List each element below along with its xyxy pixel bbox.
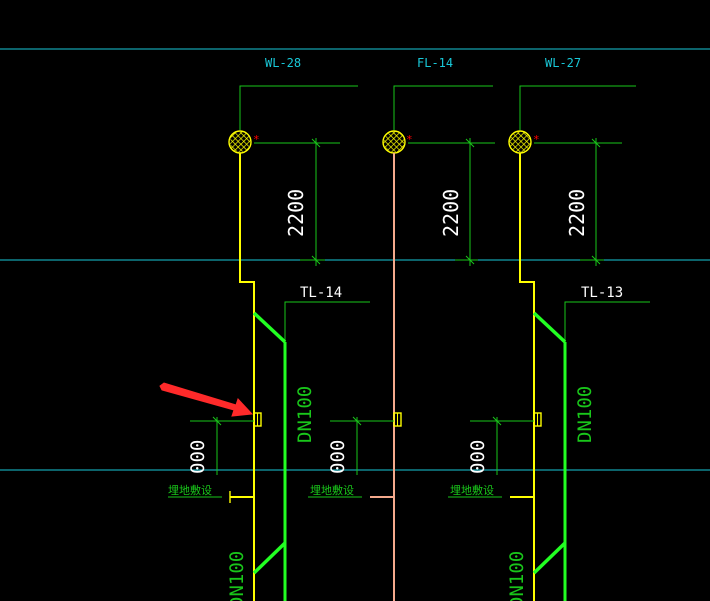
dim-text-1000-wl28: 000 <box>187 440 209 474</box>
pipe-label-tl13: TL-13 <box>581 285 623 301</box>
pipe-size-dn100-lower-2: DN100 <box>506 551 528 601</box>
ground-label-wl28: 埋地敷设 <box>168 483 212 497</box>
dim-text-1000-wl27: 000 <box>467 440 489 474</box>
leader-wl28 <box>239 85 358 130</box>
dim-tick-bot-wl28 <box>311 255 321 265</box>
connector-tl13-bottom <box>532 541 567 575</box>
stack-wl28[interactable]: WL-28 2200 * 000 埋地敷设 <box>168 56 358 601</box>
stack-tl13[interactable]: TL-13 DN100 DN100 <box>506 285 650 601</box>
pipe-label-tl14: TL-14 <box>300 285 342 301</box>
pipe-size-dn100-tl14: DN100 <box>294 386 316 443</box>
dim-tick-bot-wl27 <box>591 255 601 265</box>
vent-cap-crosshatch <box>384 132 404 152</box>
pipe-size-dn100-lower-1: DN100 <box>226 551 248 601</box>
leader-tl14 <box>284 301 370 342</box>
dim1000-tick-fl14 <box>352 416 362 426</box>
leader-fl14 <box>393 85 493 130</box>
pipe-label-wl28: WL-28 <box>265 56 301 70</box>
mark-fl14: * <box>406 133 413 146</box>
dim-text-2200-wl27: 2200 <box>565 189 589 237</box>
dim-text-1000-fl14: 000 <box>327 440 349 474</box>
pipe-size-dn100-tl13: DN100 <box>574 386 596 443</box>
dim1000-tick-wl27 <box>492 416 502 426</box>
ground-label-wl27: 埋地敷设 <box>450 483 494 497</box>
stack-tl14[interactable]: TL-14 DN100 DN100 <box>226 285 370 601</box>
pipe-wl28-vertical <box>239 153 255 601</box>
ground-label-fl14: 埋地敷设 <box>310 483 354 497</box>
leader-tl13 <box>564 301 650 342</box>
pipe-label-fl14: FL-14 <box>417 56 453 70</box>
mark-wl28: * <box>253 133 260 146</box>
connector-tl14-bottom <box>252 541 287 575</box>
vent-cap-crosshatch <box>510 132 530 152</box>
pipe-label-wl27: WL-27 <box>545 56 581 70</box>
vent-cap-crosshatch <box>230 132 250 152</box>
stack-wl27[interactable]: WL-27 2200 * 000 埋地敷设 <box>448 56 636 601</box>
dim-tick-top-fl14 <box>465 138 475 148</box>
connector-tl14-top <box>252 311 287 344</box>
connector-tl13-top <box>532 311 567 344</box>
pipe-wl27-vertical <box>519 153 535 601</box>
dim1000-tick-wl28 <box>212 416 222 426</box>
dim-tick-bot-fl14 <box>465 255 475 265</box>
mark-wl27: * <box>533 133 540 146</box>
dim-tick-top-wl27 <box>591 138 601 148</box>
leader-wl27 <box>519 85 636 130</box>
dim-text-2200-wl28: 2200 <box>284 189 308 237</box>
stack-fl14[interactable]: FL-14 2200 * 000 埋地敷设 <box>308 56 495 601</box>
dim-tick-top-wl28 <box>311 138 321 148</box>
red-arrow-icon <box>159 382 254 417</box>
dim-text-2200-fl14: 2200 <box>439 189 463 237</box>
